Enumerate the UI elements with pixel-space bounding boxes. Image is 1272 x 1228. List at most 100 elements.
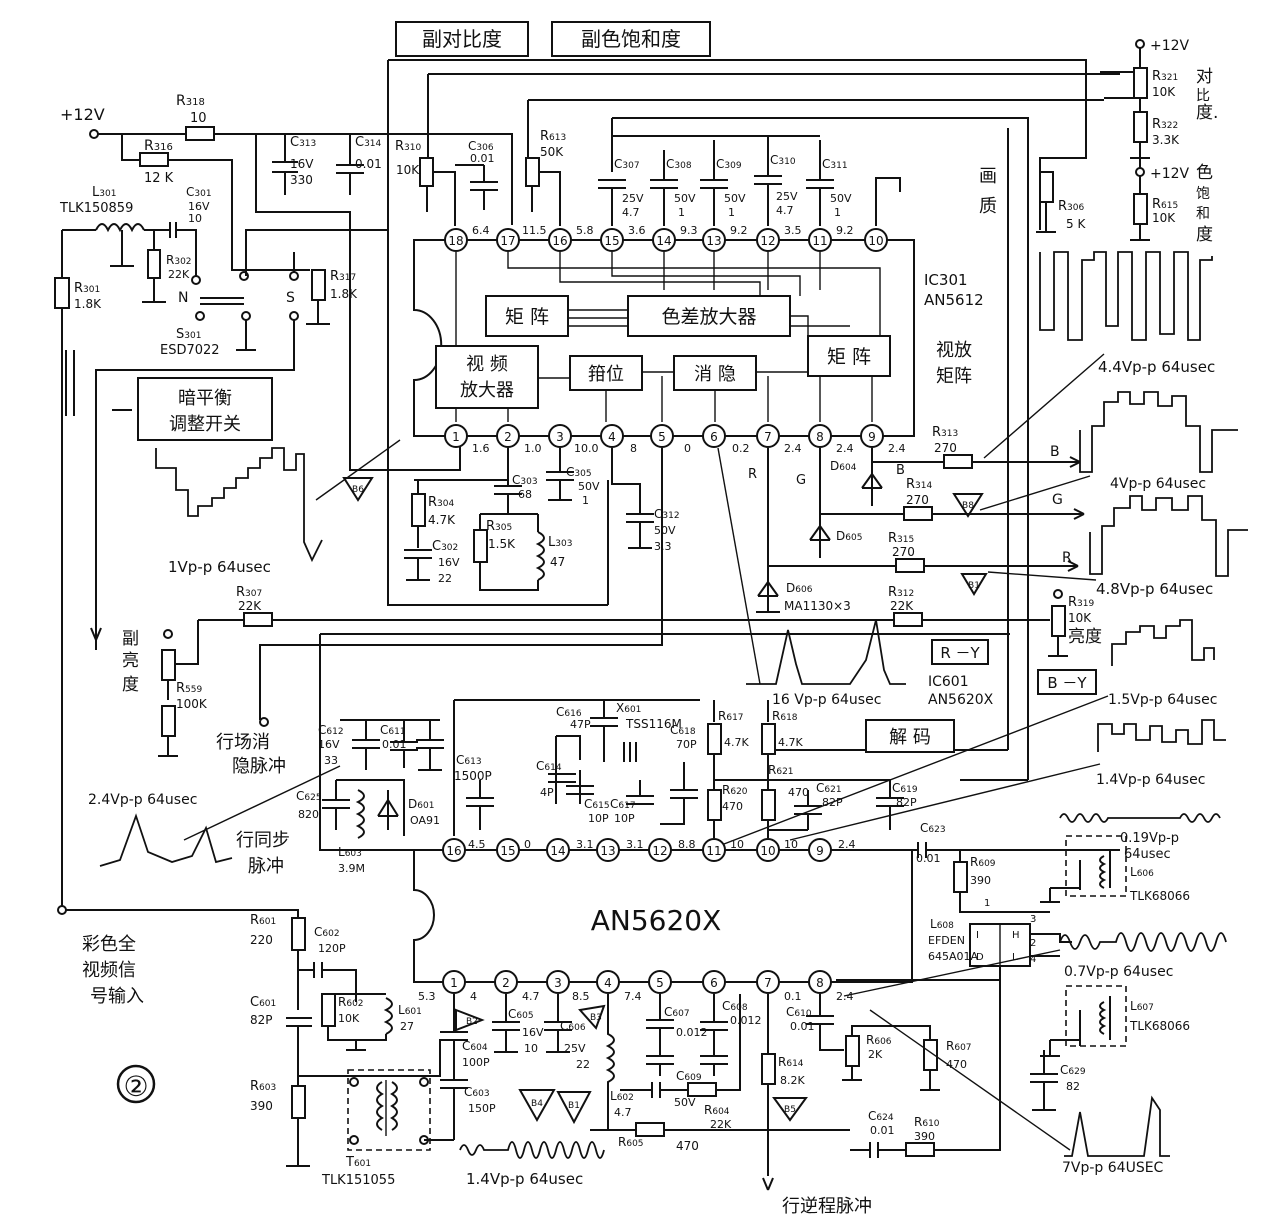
svg-text:C607: C607 (664, 1005, 690, 1019)
svg-text:390: 390 (250, 1099, 273, 1113)
svg-text:22K: 22K (710, 1118, 732, 1131)
svg-text:13: 13 (706, 234, 721, 248)
b-y-box: B －Y (1037, 669, 1097, 695)
svg-text:2.4: 2.4 (838, 838, 856, 851)
svg-text:度: 度 (1196, 225, 1213, 245)
svg-text:150P: 150P (468, 1102, 496, 1115)
svg-text:AN5612: AN5612 (924, 291, 984, 309)
matrix-left-block (485, 295, 569, 337)
waveform-r-y: 1.5Vp-p 64usec 1.4Vp-p 64usec (723, 619, 1226, 845)
svg-text:色: 色 (1196, 163, 1213, 183)
svg-text:视 频: 视 频 (466, 354, 508, 375)
sub-contrast-label: 副对比度 (422, 27, 502, 51)
svg-text:B1: B1 (568, 1101, 580, 1111)
svg-text:70P: 70P (676, 738, 697, 751)
ic301: 18 6.4 17 11.5 16 5.8 15 3.6 14 9.3 13 9… (413, 166, 997, 455)
svg-text:50V: 50V (654, 524, 676, 537)
svg-text:3: 3 (1030, 914, 1036, 925)
svg-text:16V: 16V (290, 157, 314, 171)
svg-text:T601: T601 (345, 1155, 371, 1170)
svg-text:矩 阵: 矩 阵 (827, 346, 871, 368)
svg-text:22K: 22K (238, 599, 262, 613)
s301: N S S301 ESD7022 (90, 229, 388, 650)
svg-text:R610: R610 (914, 1115, 940, 1129)
svg-text:16V: 16V (318, 738, 340, 751)
svg-text:470: 470 (946, 1058, 967, 1071)
svg-text:R607: R607 (946, 1039, 972, 1053)
svg-text:C602: C602 (314, 925, 340, 939)
svg-text:C605: C605 (508, 1007, 534, 1021)
svg-text:8: 8 (630, 442, 637, 455)
svg-text:470: 470 (722, 800, 743, 813)
svg-text:390: 390 (914, 1130, 935, 1143)
sub-contrast-label-box: 副对比度 (395, 21, 529, 57)
svg-text:50V: 50V (578, 480, 600, 493)
svg-text:C314: C314 (355, 135, 382, 150)
svg-text:TLK150859: TLK150859 (59, 201, 133, 216)
svg-text:OA91: OA91 (410, 814, 440, 827)
svg-text:33: 33 (324, 754, 338, 767)
svg-text:50V: 50V (830, 192, 852, 205)
svg-text:10: 10 (188, 212, 202, 225)
svg-text:R618: R618 (772, 709, 798, 723)
svg-text:R302: R302 (166, 253, 192, 267)
clamp-block (569, 355, 643, 391)
svg-text:S301: S301 (176, 327, 201, 342)
svg-text:1.5K: 1.5K (488, 537, 516, 551)
svg-text:8.2K: 8.2K (780, 1074, 805, 1087)
svg-text:3.1: 3.1 (576, 838, 594, 851)
svg-text:9.2: 9.2 (730, 224, 748, 237)
svg-text:L602: L602 (610, 1089, 634, 1103)
svg-text:R604: R604 (704, 1103, 730, 1117)
svg-text:C618: C618 (670, 723, 696, 737)
svg-text:9: 9 (868, 430, 876, 444)
svg-text:12: 12 (760, 234, 775, 248)
c612-c611: C612 16V 33 C611 0.01 (318, 720, 444, 771)
svg-text:820: 820 (298, 808, 319, 821)
svg-text:3.3K: 3.3K (1152, 133, 1180, 147)
svg-text:L303: L303 (548, 535, 572, 550)
svg-text:5: 5 (658, 430, 666, 444)
svg-text:箝位: 箝位 (588, 364, 624, 385)
svg-text:1.0: 1.0 (524, 442, 542, 455)
svg-text:B8: B8 (962, 501, 974, 511)
svg-text:C303: C303 (512, 473, 538, 487)
svg-text:470: 470 (676, 1139, 699, 1153)
r318-val: 10 (190, 111, 207, 126)
sub-saturation-label: 副色饱和度 (581, 27, 681, 51)
svg-text:2.4: 2.4 (836, 442, 854, 455)
svg-text:R305: R305 (486, 519, 512, 534)
svg-text:8.8: 8.8 (678, 838, 696, 851)
svg-text:2.4: 2.4 (888, 442, 906, 455)
ic601-bottom-components: C604 100P C603 150P C605 16V 10 C606 25V… (440, 994, 1001, 1191)
svg-text:10K: 10K (1152, 85, 1176, 99)
sub-saturation-label-box: 副色饱和度 (551, 21, 711, 57)
svg-text:R609: R609 (970, 855, 996, 869)
svg-text:22K: 22K (168, 268, 190, 281)
svg-text:0.01: 0.01 (790, 1020, 815, 1033)
svg-text:L: L (1012, 952, 1018, 963)
decode-label-box (865, 719, 955, 753)
svg-text:6.4: 6.4 (472, 224, 490, 237)
svg-text:16V: 16V (188, 200, 210, 213)
svg-text:B: B (1050, 444, 1060, 460)
side-text: 行场消 隐脉冲 行同步 脉冲 彩色全 视频信 号输入 行逆程脉冲 ② (82, 732, 872, 1217)
svg-text:R306: R306 (1058, 199, 1084, 214)
svg-text:645A01A: 645A01A (928, 950, 979, 963)
svg-text:R307: R307 (236, 585, 262, 600)
svg-text:C613: C613 (456, 753, 482, 767)
svg-text:视频信: 视频信 (82, 960, 136, 981)
svg-text:0.7Vp-p 64usec: 0.7Vp-p 64usec (1064, 964, 1173, 980)
svg-text:14: 14 (656, 234, 671, 248)
svg-text:C309: C309 (716, 157, 742, 171)
svg-text:D601: D601 (408, 797, 434, 811)
svg-text:270: 270 (906, 493, 929, 507)
svg-text:4.8Vp-p 64usec: 4.8Vp-p 64usec (1096, 580, 1213, 598)
r316 (139, 152, 169, 167)
ic301-top-pins: 18 6.4 17 11.5 16 5.8 15 3.6 14 9.3 13 9… (444, 224, 888, 252)
svg-text:彩色全: 彩色全 (82, 934, 136, 955)
svg-text:4.5: 4.5 (468, 838, 486, 851)
svg-text:C604: C604 (462, 1039, 488, 1053)
svg-text:5.8: 5.8 (576, 224, 594, 237)
